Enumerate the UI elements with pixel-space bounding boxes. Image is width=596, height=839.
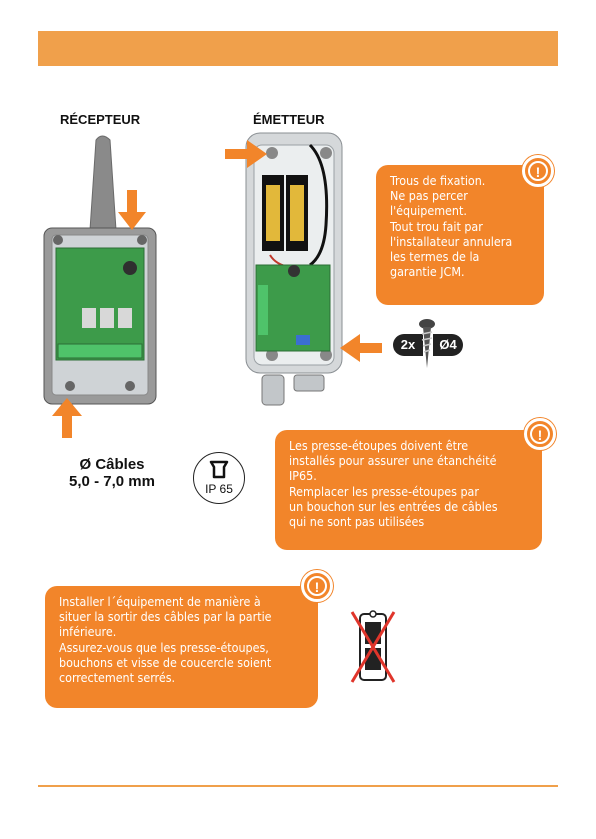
screw-count: 2x xyxy=(393,334,423,356)
callout2-line: IP65. xyxy=(289,468,317,484)
callout3-line: Installer l´équipement de manière à xyxy=(59,594,261,609)
screw-spec: 2x Ø4 xyxy=(393,318,463,368)
callout3-line: Assurez-vous que les presse-étoupes, xyxy=(59,639,269,655)
callout1-line: les termes de la xyxy=(390,249,480,265)
transmitter-illustration xyxy=(245,132,343,406)
cables-spec: Ø Câbles 5,0 - 7,0 mm xyxy=(52,456,172,490)
callout3-line: inférieure. xyxy=(59,624,117,640)
transmitter-arrow-top xyxy=(225,140,267,168)
cables-label: Ø Câbles xyxy=(79,456,145,473)
receiver-arrow-bottom xyxy=(52,398,82,438)
ip65-badge: IP 65 xyxy=(193,452,245,504)
callout-installation: Installer l´équipement de manière à situ… xyxy=(45,586,318,708)
screw-size: Ø4 xyxy=(433,334,463,356)
cable-gland-icon xyxy=(209,460,229,479)
receiver-label: RÉCEPTEUR xyxy=(60,112,141,127)
transmitter-arrow-right xyxy=(340,334,382,362)
callout1-line: Tout trou fait par xyxy=(390,218,483,234)
callout2-line: qui ne sont pas utilisées xyxy=(289,514,425,530)
callout-cable-glands: Les presse-étoupes doivent être installé… xyxy=(275,430,542,550)
callout2-line: un bouchon sur les entrées de câbles xyxy=(289,498,498,514)
callout1-line: Trous de fixation. xyxy=(390,173,486,188)
callout1-line: Ne pas percer xyxy=(390,188,468,204)
ip65-label: IP 65 xyxy=(205,482,233,496)
warning-icon: ! xyxy=(524,418,556,450)
receiver-illustration xyxy=(43,135,157,405)
screw-icon xyxy=(419,319,435,368)
callout2-line: Les presse-étoupes doivent être xyxy=(289,438,469,453)
callout2-line: Remplacer les presse-étoupes par xyxy=(289,483,479,499)
callout1-line: l'équipement. xyxy=(390,203,467,219)
wrong-orientation-icon xyxy=(350,610,396,683)
callout1-line: garantie JCM. xyxy=(390,264,465,280)
receiver-arrow-top xyxy=(118,190,146,230)
callout3-line: bouchons et visse de coucercle soient xyxy=(59,654,272,670)
header-bar xyxy=(38,31,558,66)
transmitter-label: ÉMETTEUR xyxy=(253,112,325,127)
cables-range: 5,0 - 7,0 mm xyxy=(69,473,155,490)
warning-icon: ! xyxy=(522,155,554,187)
callout3-line: correctement serrés. xyxy=(59,670,176,686)
callout3-line: situer la sortir des câbles par la parti… xyxy=(59,609,272,625)
callout-fixing-holes: Trous de fixation. Ne pas percer l'équip… xyxy=(376,165,544,305)
footer-line xyxy=(38,785,558,787)
warning-icon: ! xyxy=(301,570,333,602)
callout2-line: installés pour assurer une étanchéité xyxy=(289,453,497,469)
callout1-line: l'installateur annulera xyxy=(390,233,513,249)
